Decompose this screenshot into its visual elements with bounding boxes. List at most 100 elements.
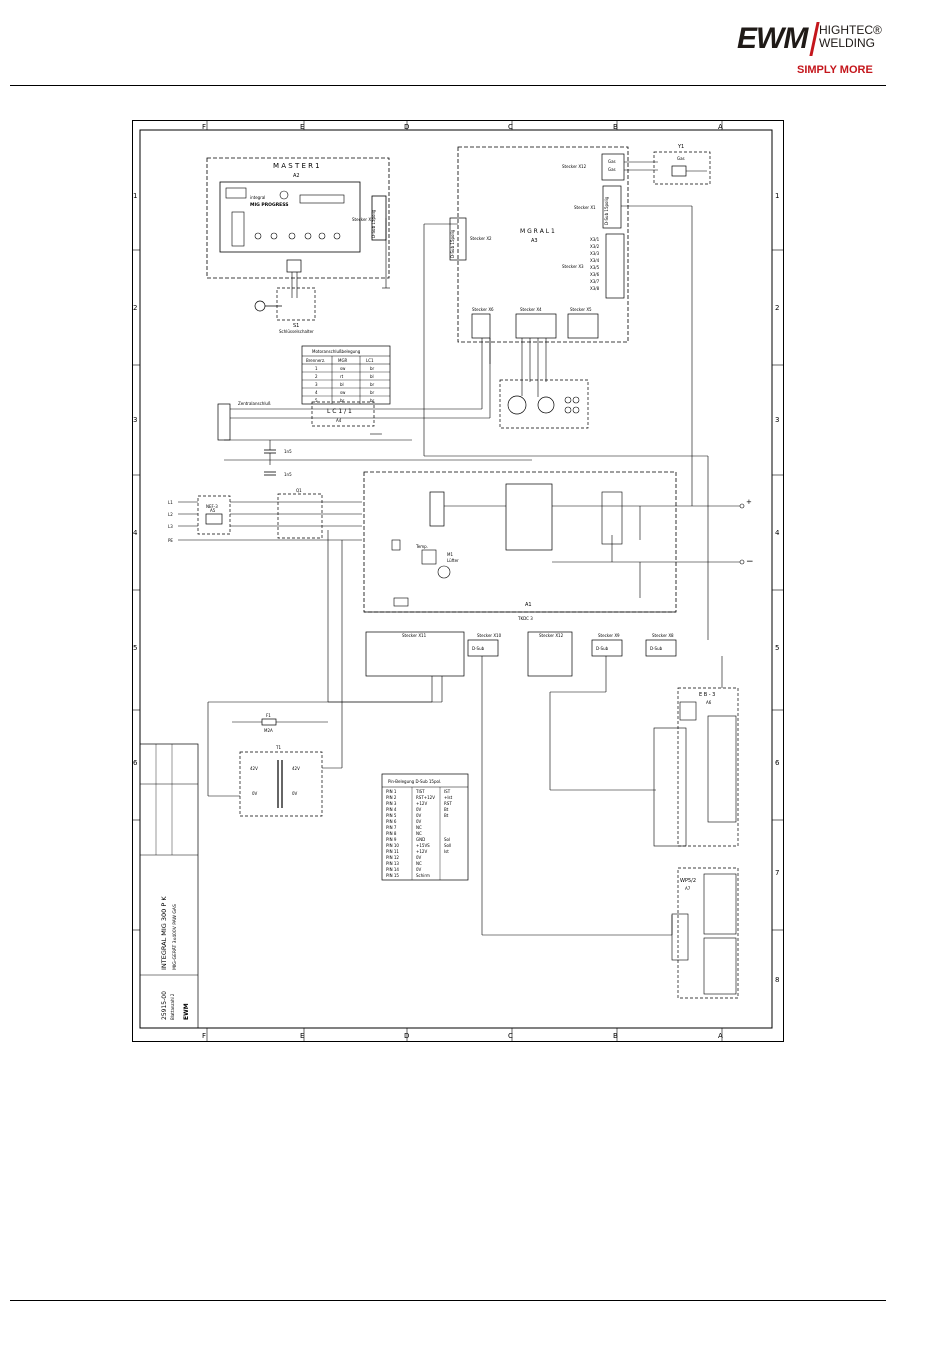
x12-gas-1: Gas [608,159,616,164]
motor-row-5-a: 5 [315,398,318,403]
motor-row-2-b: rt [340,374,344,379]
fuse-ref: F1 [266,713,271,718]
frame-letter-b-bottom: B [613,1032,618,1040]
frame-number-3: 3 [133,416,137,424]
x3-pin-8: X3/8 [590,286,600,291]
frame-letter-a: A [718,123,723,131]
frame-number-4: 4 [133,529,138,537]
pin-row-8-b: NC [416,831,422,836]
transformer-v3: 42V [292,766,300,771]
wp52-ref: A7 [685,886,691,891]
x3-pin-6: X3/6 [590,272,600,277]
frame-letter-c-bottom: C [508,1032,513,1040]
motor-row-1-a: 1 [315,366,318,371]
master-module: M A S T E R 1 A2 integral MIG PROGRESS [206,157,390,279]
pin-table: Pin-Belegung D-Sub 15pol. PIN 1 TIST IST… [381,773,469,881]
title-sheet: Blattanzahl 2 [170,993,175,1020]
master-x1-dsub: D-Sub 15polig [371,209,376,238]
x6-label: Stecker X6 [472,307,494,312]
title-drawing-no: 25915-00 [161,991,168,1020]
frame-number-2: 2 [133,304,137,312]
pin-row-3-c: RST [444,801,452,806]
title-product: INTEGRAL MIG 300 P K [160,896,168,970]
pin-row-5-c: Bt [444,813,449,818]
pin-row-5-a: PIN 5 [386,813,397,818]
pin-row-12-b: 0V [416,855,422,860]
header-rule [10,85,886,86]
brand-tagline: HIGHTEC® WELDING [819,24,882,50]
pin-row-13-b: NC [416,861,422,866]
x3-pin-3: X3/3 [590,251,600,256]
frame-number-1: 1 [133,192,137,200]
x9-label: Stecker X9 [598,633,620,638]
fan-ref: M1 [447,552,453,557]
inner-frame [139,129,773,1029]
frame-number-7-right: 7 [775,869,779,877]
power-module-a1: A1 TKDC 3 M1 Lüfter Temp. + − [363,471,754,621]
pin-row-2-a: PIN 2 [386,795,397,800]
x3-label: Stecker X3 [562,264,584,269]
transformer-ref: T1 [275,745,281,750]
pin-row-8-a: PIN 8 [386,831,397,836]
title-subtitle: MIG-GERÄT 3x400V PAW GAS [171,904,178,970]
eb3-ref: A6 [706,700,712,705]
outer-frame [132,120,784,1042]
x3-pin-2: X3/2 [590,244,600,249]
brand-logo: EWM HIGHTEC® WELDING SIMPLY MORE [735,18,885,78]
brand-tagline-line1: HIGHTEC® [819,23,882,37]
panel-brand: integral [250,195,265,200]
central-title: L C 1 / 1 [327,408,352,415]
brand-tagline-line2: WELDING [819,36,876,50]
pin-row-4-b: 0V [416,807,422,812]
motor-table: Motoranschlußbelegung Brennerz. MGR LC1 … [301,345,391,405]
motor-row-3-c: br [370,382,375,387]
mains-pe: PE [168,538,173,543]
x3-pin-5: X3/5 [590,265,600,270]
pin-row-2-c: +Ist [444,795,453,800]
pin-row-11-a: PIN 11 [386,849,399,854]
mgral-ref: A3 [531,238,538,244]
mains-l2: L2 [168,512,173,517]
x5-label: Stecker X5 [570,307,592,312]
motor-row-1-c: br [370,366,375,371]
motor-row-4-c: br [370,390,375,395]
motor-row-5-c: br [370,398,375,403]
motor-row-3-b: bl [340,382,344,387]
wp52-module: WP5/2 A7 [671,867,739,999]
master-x1-label: Stecker X1 [352,217,374,222]
frame-letter-e-bottom: E [300,1032,304,1040]
pin-row-3-a: PIN 3 [386,801,397,806]
output-plus: + [746,498,752,506]
brand-name: EWM [737,22,808,55]
wiring [207,205,723,797]
title-block: INTEGRAL MIG 300 P K MIG-GERÄT 3x400V PA… [139,743,199,1029]
x2-dsub: D-Sub 15polig [450,229,455,258]
x8-dsub: D-Sub [650,646,663,651]
pin-row-9-c: Sol [444,837,450,842]
x8-label: Stecker X8 [652,633,674,638]
pin-row-10-c: Soll [444,843,451,848]
fuse-value: M2A [264,728,273,733]
pin-row-9-b: GND [416,837,425,842]
x2-label: Stecker X2 [470,236,492,241]
pin-row-9-a: PIN 9 [386,837,397,842]
frame-letter-f-bottom: F [202,1032,206,1040]
pin-row-5-b: 0V [416,813,422,818]
filter-ref: A5 [210,508,216,513]
motor-row-1-b: sw [340,366,346,371]
pin-row-7-a: PIN 7 [386,825,397,830]
footer-rule [10,1300,886,1301]
pin-row-1-b: TIST [415,789,425,794]
motor-table-header-3: LC1 [366,358,374,363]
frame-letter-d-bottom: D [404,1032,409,1040]
frame-number-8-right: 8 [775,976,779,984]
pin-row-10-a: PIN 10 [386,843,399,848]
cap-1-value: 1n5 [284,449,292,454]
x11-label: Stecker X11 [402,633,427,638]
pin-row-6-b: 0V [416,819,422,824]
mains-input: L1 L2 L3 PE NEF-3 A5 Q1 [168,488,362,543]
x12-gas-2: Gas [608,167,616,172]
mgral-x1-dsub: D-Sub 15polig [604,196,609,225]
switch-name: Schlüsselschalter [279,329,314,334]
valve-label: Gas [677,156,685,161]
